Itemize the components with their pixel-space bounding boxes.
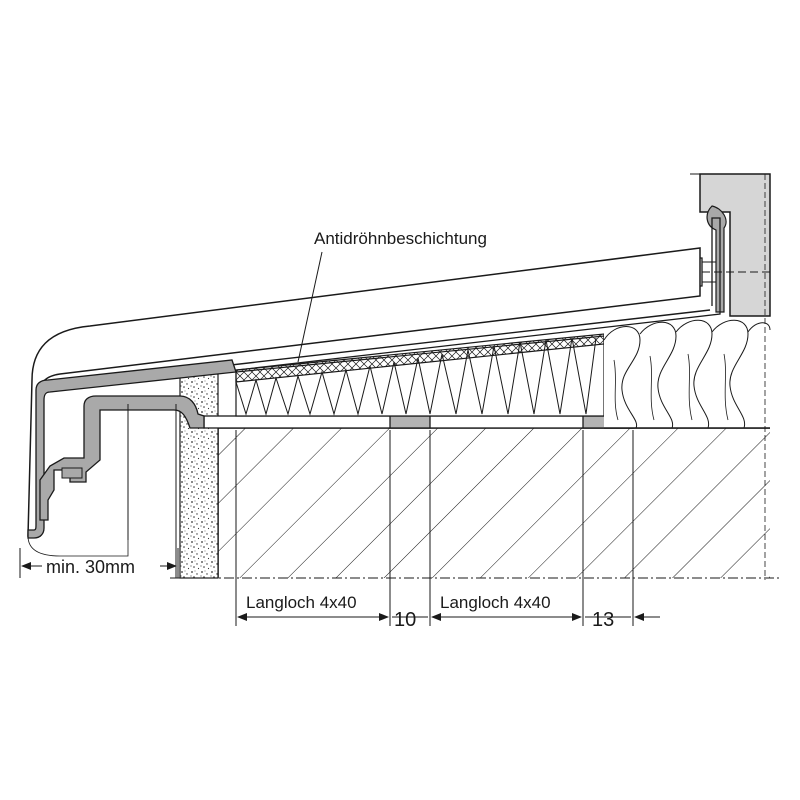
label-dim-13: 13 [592,609,614,631]
label-antidroehnbeschichtung: Antidröhnbeschichtung [314,229,487,248]
mounting-strip [203,415,635,429]
clamp-profile [39,395,205,521]
dimension-min-30mm [19,548,179,578]
sill-inner-profile [27,359,237,539]
label-min-30mm: min. 30mm [46,557,135,577]
wool-insulation [603,319,771,429]
window-frame [690,173,771,580]
label-slot-1: Langloch 4x40 [246,593,357,612]
dimension-slots [235,430,660,626]
antidroehn-leader-line [297,251,323,363]
label-dim-10: 10 [394,609,416,631]
masonry-wall [217,427,770,578]
sill-outline-curve [27,535,129,557]
fixing-block-left [389,415,431,429]
label-slot-2: Langloch 4x40 [440,593,551,612]
